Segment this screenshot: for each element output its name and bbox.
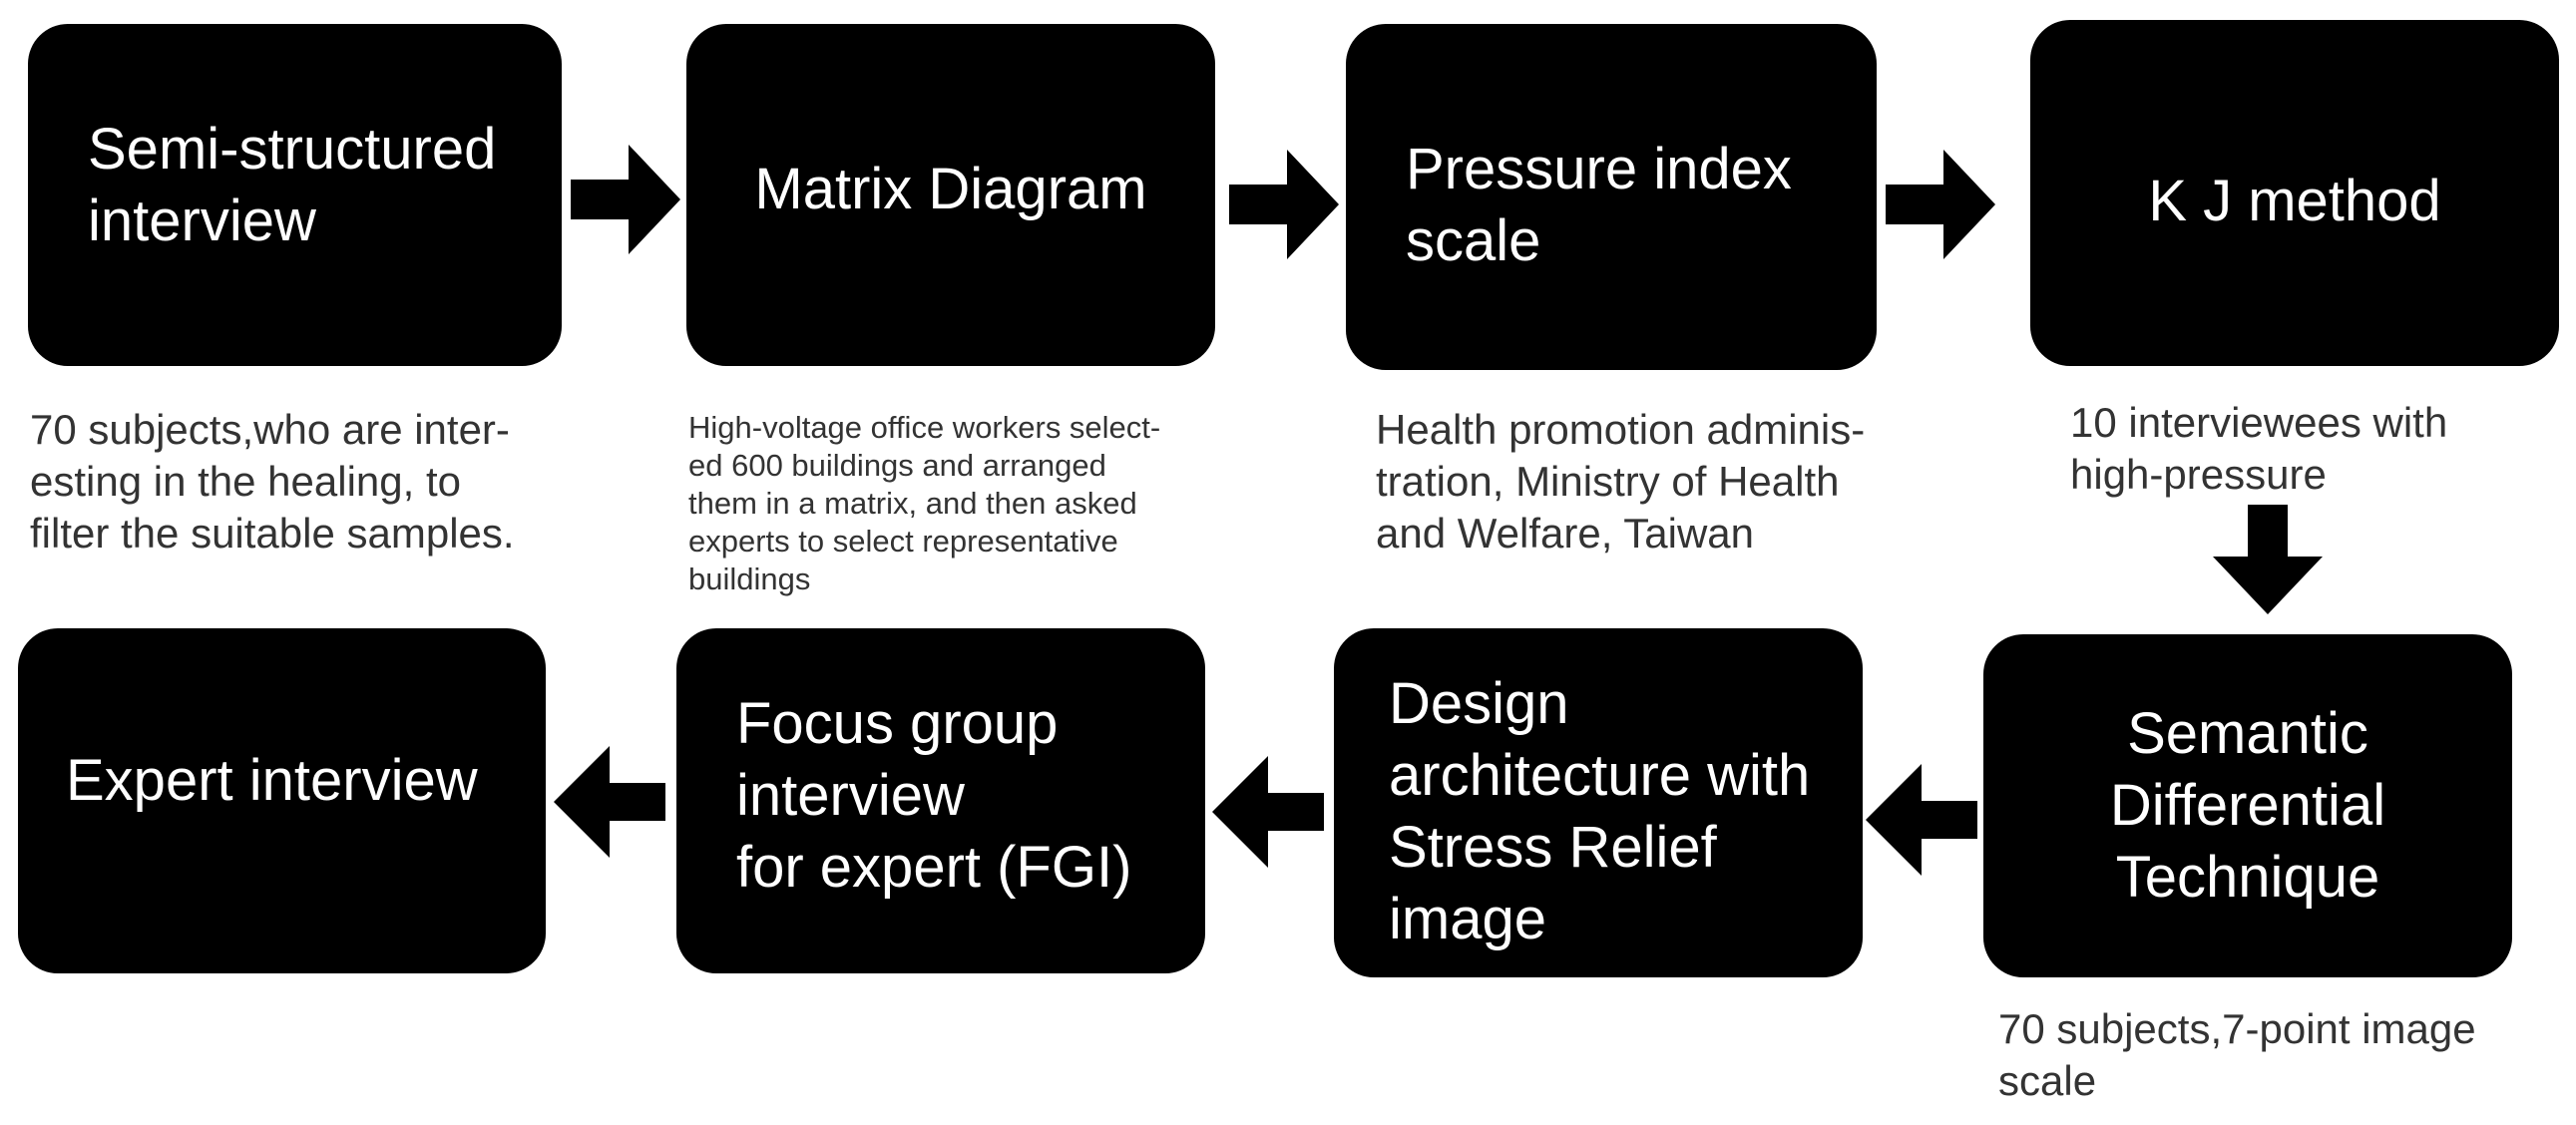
arrow-icon <box>571 145 680 254</box>
step-label: Expert interview <box>66 748 478 813</box>
step-label: Focus group interview for expert (FGI) <box>736 691 1132 900</box>
step-note: Health promotion adminis- tration, Minis… <box>1376 406 1866 557</box>
step-note: 70 subjects,7-point image scale <box>1998 1005 2476 1104</box>
arrow-icon <box>1886 150 1995 259</box>
step-semantic-differential-technique: Semantic Differential Technique <box>1983 634 2512 977</box>
step-label: Semi-structured interview <box>88 116 497 253</box>
arrow-icon <box>1866 764 1977 876</box>
arrow-icon <box>1212 756 1324 868</box>
step-label: K J method <box>2148 169 2441 233</box>
step-note: 10 interviewees with high-pressure <box>2070 399 2448 498</box>
step-note: 70 subjects,who are inter- esting in the… <box>30 406 515 557</box>
step-design-architecture: Design architecture with Stress Relief i… <box>1334 628 1863 977</box>
step-label: Design architecture with Stress Relief i… <box>1389 671 1811 951</box>
step-label: Matrix Diagram <box>754 157 1147 221</box>
step-label: Pressure index scale <box>1406 137 1792 273</box>
arrow-icon <box>2213 505 2323 614</box>
step-expert-interview: Expert interview <box>18 628 546 973</box>
arrow-icon <box>1229 150 1339 259</box>
step-kj-method: K J method <box>2030 20 2559 366</box>
step-focus-group-interview: Focus group interview for expert (FGI) <box>676 628 1205 973</box>
step-semi-structured-interview: Semi-structured interview <box>28 24 562 366</box>
step-matrix-diagram: Matrix Diagram <box>686 24 1215 366</box>
arrow-icon <box>554 746 665 858</box>
step-pressure-index-scale: Pressure index scale <box>1346 24 1877 370</box>
step-note: High-voltage office workers select- ed 6… <box>688 410 1161 596</box>
step-label: Semantic Differential Technique <box>2109 701 2386 910</box>
